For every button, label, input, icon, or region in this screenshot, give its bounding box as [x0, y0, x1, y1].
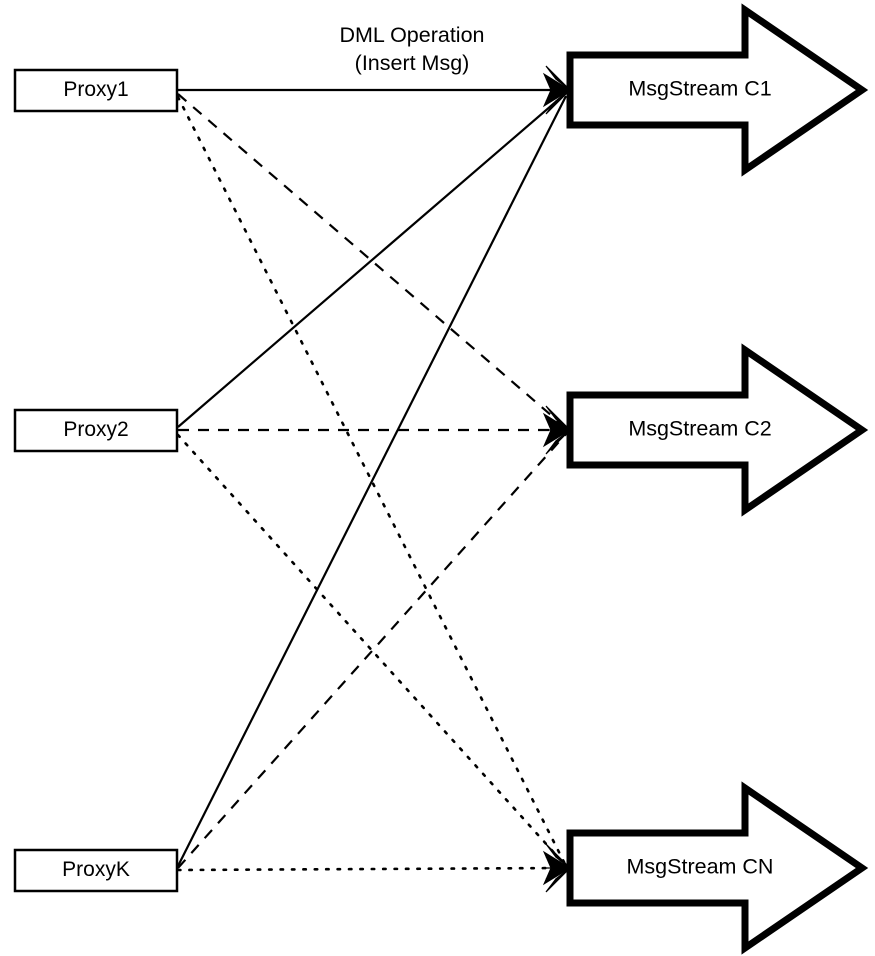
- stream-arrow-shape-stream_c2: [566, 343, 869, 517]
- arrowhead-head-c1: [542, 65, 571, 115]
- stream-node-stream_c2[interactable]: MsgStream C2: [566, 343, 869, 517]
- edge-proxyK-cn: [176, 866, 568, 872]
- edge-proxy2-c1: [177, 92, 567, 428]
- stream-arrow-shape-stream_c1: [566, 3, 869, 177]
- stream-node-stream_c1[interactable]: MsgStream C1: [566, 3, 869, 177]
- edge-proxy1-cn: [176, 95, 568, 868]
- proxy-box-rect-proxy2: [13, 408, 179, 453]
- proxy-box-rect-proxy1: [13, 68, 179, 113]
- stream-node-stream_cn[interactable]: MsgStream CN: [566, 781, 869, 955]
- proxy-node-proxy1[interactable]: Proxy1: [13, 68, 179, 113]
- stream-label-stream_c2: MsgStream C2: [628, 417, 771, 441]
- edges-layer: [176, 88, 568, 872]
- proxy-box-rect-proxyK: [13, 848, 179, 893]
- edge-proxy1-c2: [177, 93, 567, 429]
- proxy-label-proxy1: Proxy1: [63, 78, 128, 101]
- arrowhead-head-c2: [542, 405, 571, 455]
- arrowheads-layer: [542, 65, 571, 893]
- edge-proxyK-c2: [177, 433, 567, 869]
- annotation-layer: DML Operation (Insert Msg): [340, 23, 485, 75]
- edge-proxyK-c1: [177, 95, 567, 867]
- stream-label-stream_c1: MsgStream C1: [628, 77, 771, 101]
- streams-layer: MsgStream C1 MsgStream C2 MsgStream CN: [566, 3, 869, 955]
- dml-operation-label-line1: DML Operation: [340, 23, 485, 47]
- stream-arrow-shape-stream_cn: [566, 781, 869, 955]
- dml-operation-label-line2: (Insert Msg): [355, 51, 470, 75]
- stream-label-stream_cn: MsgStream CN: [627, 855, 774, 879]
- proxy-node-proxy2[interactable]: Proxy2: [13, 408, 179, 453]
- arrowhead-head-cn: [542, 843, 571, 893]
- proxy-label-proxy2: Proxy2: [63, 418, 128, 441]
- proxy-node-proxyK[interactable]: ProxyK: [13, 848, 179, 893]
- proxy-label-proxyK: ProxyK: [62, 858, 130, 881]
